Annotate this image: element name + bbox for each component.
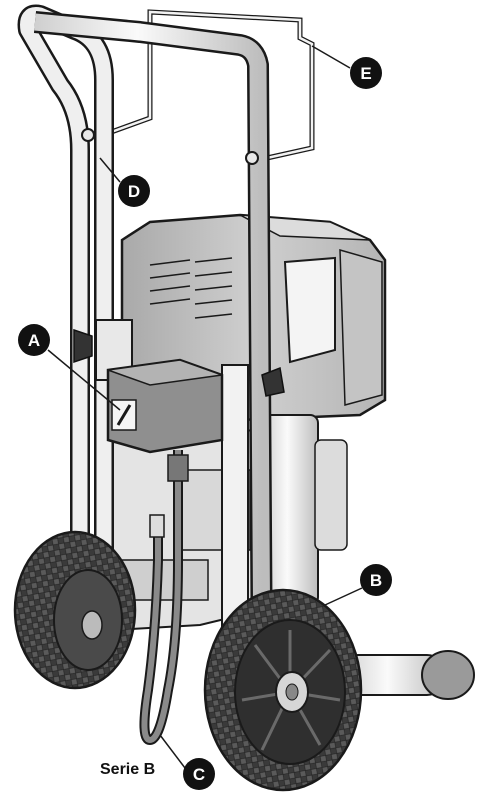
power-cord (139, 450, 189, 746)
callout-d-label: D (128, 182, 140, 201)
callout-e-label: E (360, 64, 371, 83)
leader-d (99, 157, 121, 183)
leader-b (324, 587, 363, 606)
switch-box (106, 358, 224, 454)
right-wheel (203, 588, 363, 792)
series-caption: Serie B (100, 761, 156, 778)
left-adjust-knob (73, 328, 93, 364)
callout-b-label: B (370, 571, 382, 590)
callout-c: C (183, 758, 215, 790)
callout-a-label: A (28, 331, 40, 350)
callout-a: A (18, 324, 50, 356)
callout-d: D (118, 175, 150, 207)
left-wheel (13, 530, 137, 690)
leader-a (47, 349, 121, 411)
leader-e (311, 45, 351, 69)
right-adjust-knob (261, 366, 285, 397)
callout-c-label: C (193, 765, 205, 784)
callout-e: E (350, 57, 382, 89)
callout-b: B (360, 564, 392, 596)
leader-c (159, 734, 186, 769)
